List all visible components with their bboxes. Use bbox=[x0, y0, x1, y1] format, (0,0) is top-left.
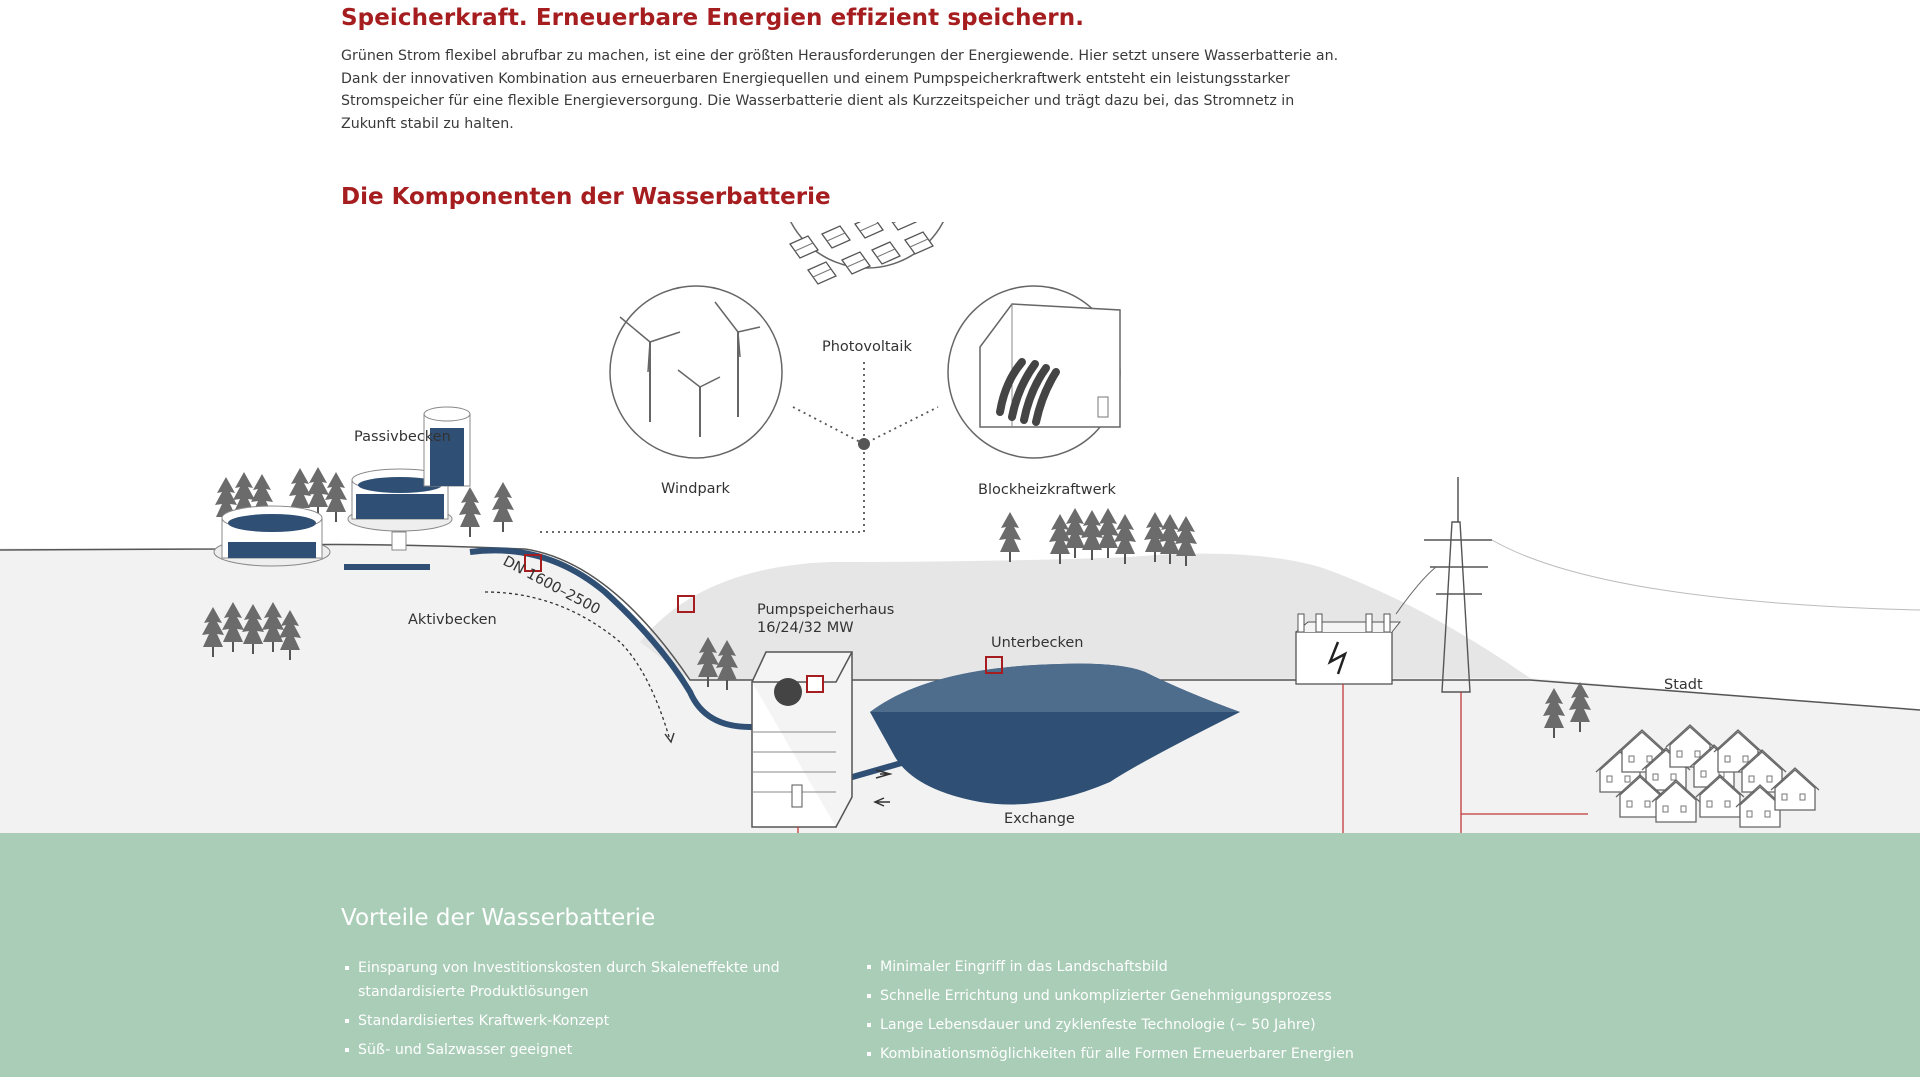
label-pumpspeicherhaus-mw: 16/24/32 MW bbox=[757, 620, 854, 636]
intro-text: Grünen Strom flexibel abrufbar zu machen… bbox=[341, 48, 1339, 132]
list-item: Einsparung von Investitionskosten durch … bbox=[341, 956, 861, 1004]
list-item: Minimaler Eingriff in das Landschaftsbil… bbox=[863, 955, 1423, 979]
list-item: Schnelle Errichtung und unkomplizierter … bbox=[863, 984, 1423, 1008]
hotspot-pumpspeicherhaus[interactable] bbox=[806, 675, 824, 693]
wasserbatterie-diagram: Photovoltaik Windpark Blockheizkraftwerk… bbox=[0, 222, 1920, 833]
hotspot-unterbecken[interactable] bbox=[985, 656, 1003, 674]
umspannwerk bbox=[1295, 613, 1402, 685]
benefits-list-right: Minimaler Eingriff in das Landschaftsbil… bbox=[863, 955, 1423, 1071]
benefits-list-left: Einsparung von Investitionskosten durch … bbox=[341, 956, 861, 1067]
label-exchange: Exchange bbox=[1004, 811, 1075, 827]
hotspot-hill[interactable] bbox=[677, 595, 695, 613]
label-windpark: Windpark bbox=[661, 481, 730, 497]
intro-section: Speicherkraft. Erneuerbare Energien effi… bbox=[341, 5, 1351, 135]
windpark-circle bbox=[609, 285, 783, 459]
benefits-title: Vorteile der Wasserbatterie bbox=[341, 905, 656, 931]
label-unterbecken: Unterbecken bbox=[991, 635, 1083, 651]
benefits-section: Vorteile der Wasserbatterie Einsparung v… bbox=[0, 833, 1920, 1077]
photovoltaik-circle bbox=[789, 222, 944, 285]
blockheizkraftwerk-circle bbox=[947, 285, 1121, 459]
list-item: Kombinationsmöglichkeiten für alle Forme… bbox=[863, 1042, 1423, 1066]
label-aktivbecken: Aktivbecken bbox=[408, 612, 497, 628]
hotspot-pipe[interactable] bbox=[524, 554, 542, 572]
aktivbecken-tank bbox=[391, 406, 471, 551]
label-blockheizkraftwerk: Blockheizkraftwerk bbox=[978, 482, 1116, 498]
page-title: Speicherkraft. Erneuerbare Energien effi… bbox=[341, 5, 1085, 31]
label-pumpspeicherhaus: Pumpspeicherhaus bbox=[757, 602, 894, 618]
list-item: Standardisiertes Kraftwerk-Konzept bbox=[341, 1009, 861, 1033]
label-photovoltaik: Photovoltaik bbox=[822, 339, 912, 355]
diagram-title: Die Komponenten der Wasserbatterie bbox=[341, 184, 831, 210]
label-passivbecken: Passivbecken bbox=[354, 429, 451, 445]
pressure-pipe bbox=[469, 547, 906, 795]
pumpspeicherhaus-building bbox=[751, 651, 853, 828]
power-pylon bbox=[1395, 477, 1920, 693]
list-item: Lange Lebensdauer und zyklenfeste Techno… bbox=[863, 1013, 1423, 1037]
list-item: Süß- und Salzwasser geeignet bbox=[341, 1038, 861, 1062]
label-stadt: Stadt bbox=[1664, 677, 1703, 693]
